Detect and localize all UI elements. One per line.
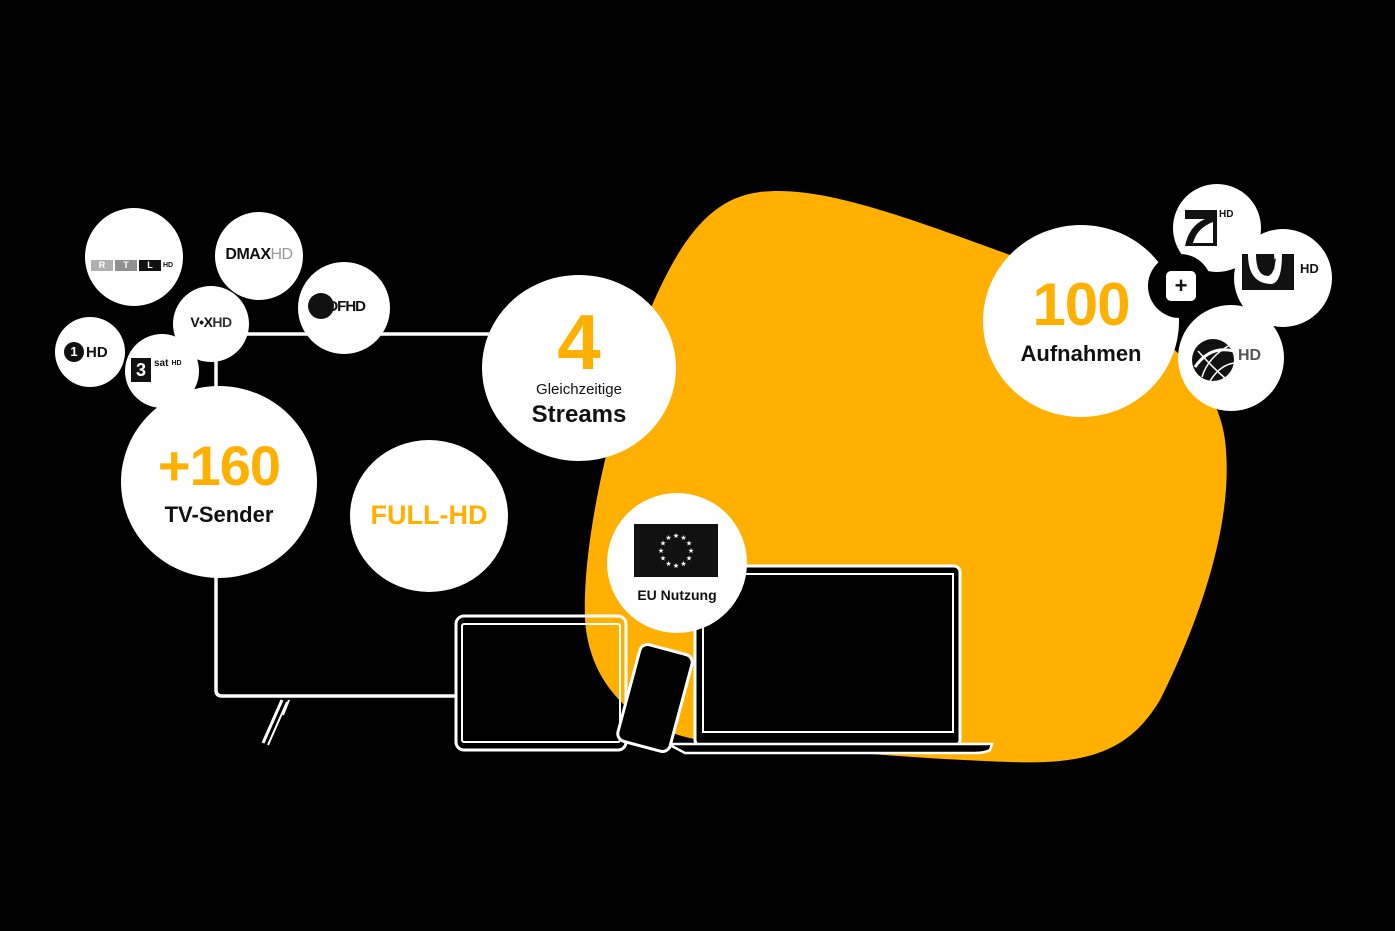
rtl-l: L bbox=[139, 260, 161, 271]
zdf-hd: HD bbox=[345, 297, 366, 315]
channel-logo-sat1: HD bbox=[1178, 305, 1284, 411]
kabel-eins-logo-icon bbox=[1242, 254, 1294, 290]
channels-count: +160 bbox=[157, 434, 281, 497]
feature-streams: 4 Gleichzeitige Streams bbox=[482, 275, 676, 461]
feature-full-hd: FULL-HD bbox=[350, 440, 508, 592]
eu-star-icon: ★ bbox=[660, 555, 666, 563]
plus-button: + bbox=[1166, 271, 1196, 301]
streams-label-top: Gleichzeitige bbox=[536, 381, 622, 398]
vox-hd: HD bbox=[212, 314, 232, 330]
recordings-count: 100 bbox=[1032, 271, 1130, 338]
eu-star-icon: ★ bbox=[686, 540, 692, 548]
eu-label: EU Nutzung bbox=[637, 587, 717, 603]
streams-count: 4 bbox=[557, 298, 601, 386]
tablet-icon bbox=[454, 614, 628, 752]
eu-star-icon: ★ bbox=[660, 540, 666, 548]
rtl-r: R bbox=[91, 260, 113, 271]
eu-flag-icon: ★★★★★★★★★★★★ bbox=[634, 524, 718, 577]
das-erste-hd: HD bbox=[86, 343, 108, 361]
eu-stars: ★★★★★★★★★★★★ bbox=[658, 532, 694, 570]
rtl-t: T bbox=[115, 260, 137, 271]
prosieben-logo-icon bbox=[1185, 210, 1217, 246]
channel-logo-dmax: DMAXHD bbox=[215, 212, 303, 300]
full-hd-label: FULL-HD bbox=[370, 500, 488, 530]
dmax-logo-icon: DMAXHD bbox=[219, 246, 299, 264]
3sat-logo-icon: 3 sat HD bbox=[131, 358, 182, 382]
zdf-text: 2DF bbox=[320, 297, 346, 315]
rtl-hd: HD bbox=[163, 262, 174, 269]
eu-star-icon: ★ bbox=[688, 547, 694, 555]
feature-recordings: 100 Aufnahmen bbox=[983, 225, 1179, 417]
eu-star-icon: ★ bbox=[686, 555, 692, 563]
eu-star-icon: ★ bbox=[658, 547, 664, 555]
sat1-hd: HD bbox=[1238, 347, 1262, 364]
3sat-text: sat bbox=[154, 358, 169, 369]
eu-star-icon: ★ bbox=[680, 560, 686, 568]
rtl-logo-icon: R T L HD bbox=[91, 260, 173, 271]
das-erste-one: 1 bbox=[64, 342, 84, 362]
kabel-eins-hd: HD bbox=[1300, 261, 1319, 276]
laptop-icon bbox=[667, 564, 994, 755]
dmax-text: DMAX bbox=[225, 246, 271, 263]
prosieben-hd: HD bbox=[1219, 209, 1234, 220]
eu-star-icon: ★ bbox=[673, 562, 679, 570]
channels-label: TV-Sender bbox=[164, 502, 274, 527]
eu-star-icon: ★ bbox=[665, 560, 671, 568]
channel-logo-rtl: R T L HD bbox=[85, 208, 183, 306]
eu-star-icon: ★ bbox=[680, 534, 686, 542]
channel-logo-das-erste: 1 HD bbox=[55, 317, 125, 387]
3sat-three: 3 bbox=[131, 358, 151, 382]
recordings-label: Aufnahmen bbox=[1020, 341, 1142, 366]
feature-eu-usage: ★★★★★★★★★★★★ EU Nutzung bbox=[607, 493, 747, 633]
streams-label-bottom: Streams bbox=[531, 401, 627, 428]
smartphone-icon bbox=[616, 643, 694, 753]
3sat-hd: HD bbox=[171, 360, 182, 367]
das-erste-logo-icon: 1 HD bbox=[64, 342, 108, 362]
vox-logo-icon: V•XHD bbox=[173, 314, 249, 330]
sat1-logo-icon bbox=[1192, 339, 1235, 382]
eu-star-icon: ★ bbox=[673, 532, 679, 540]
eu-star-icon: ★ bbox=[665, 534, 671, 542]
vox-text: V•X bbox=[190, 314, 213, 330]
plus-icon: + bbox=[1174, 273, 1188, 298]
dmax-hd: HD bbox=[270, 246, 294, 263]
feature-channels: +160 TV-Sender bbox=[121, 386, 317, 578]
zdf-disc bbox=[308, 293, 334, 319]
